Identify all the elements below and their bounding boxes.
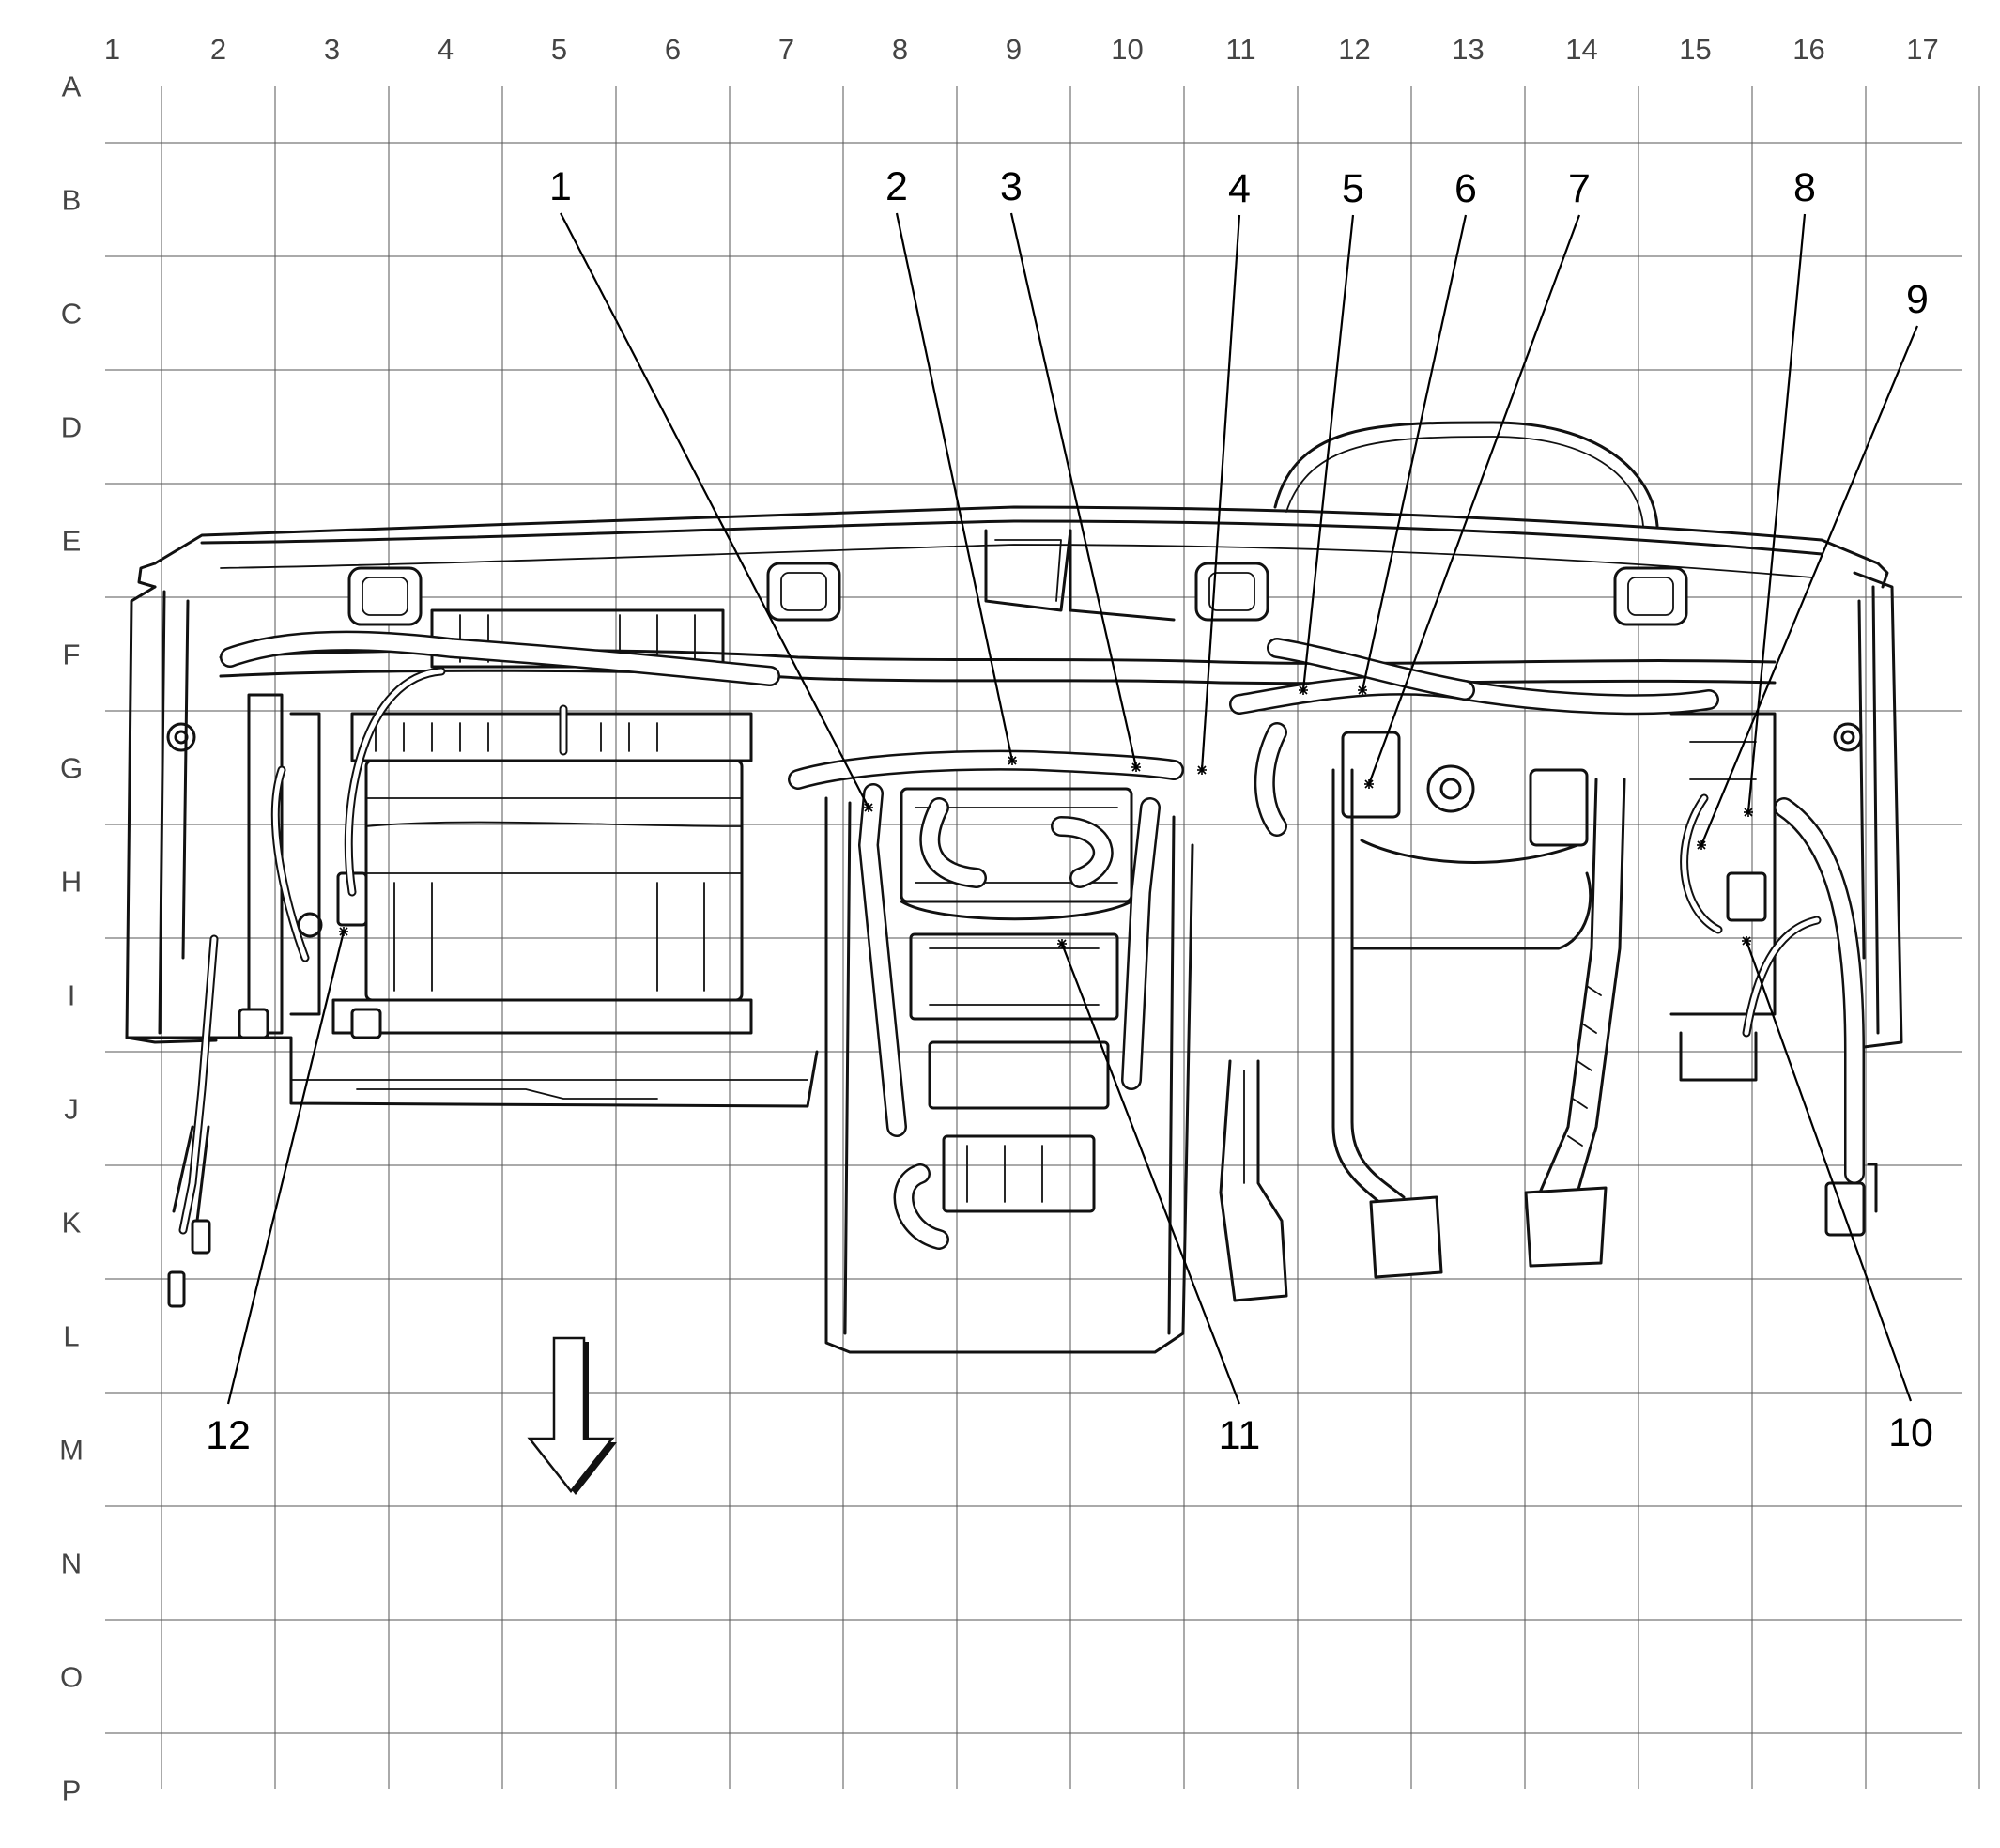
callout-label-12: 12: [206, 1413, 251, 1458]
leader-line-1: [560, 212, 869, 808]
grid-column-label: 10: [1111, 33, 1143, 66]
pedal-assembly: [1219, 768, 1626, 1302]
anchor-marker-2: [1008, 756, 1017, 765]
grid-row-label: C: [61, 298, 82, 331]
grid-column-label: 1: [104, 33, 120, 66]
anchor-marker-4: [1197, 765, 1207, 775]
grid-column-label: 15: [1679, 33, 1711, 66]
callout-label-9: 9: [1906, 277, 1929, 322]
grid-column-label: 12: [1338, 33, 1370, 66]
grid-row-label: P: [62, 1775, 82, 1808]
leader-line-7: [1367, 214, 1581, 785]
vent-bezel-center-right: [1194, 562, 1269, 622]
leader-line-4: [1200, 214, 1241, 771]
grid-column-label: 2: [210, 33, 226, 66]
callout-label-5: 5: [1342, 166, 1364, 211]
callout-anchor-markers: [339, 685, 1753, 948]
grid-row-label: B: [62, 184, 82, 217]
grid-row-label: E: [62, 525, 82, 558]
callout-label-2: 2: [885, 164, 908, 209]
anchor-marker-3: [1131, 762, 1141, 772]
anchor-marker-12: [339, 927, 348, 936]
grid-column-label: 14: [1565, 33, 1597, 66]
leader-line-10: [1745, 940, 1913, 1402]
callout-label-6: 6: [1454, 166, 1477, 211]
leader-line-5: [1301, 214, 1355, 691]
vent-bezel-center-left: [766, 562, 841, 622]
leader-line-11: [1060, 943, 1241, 1405]
leader-line-9: [1700, 325, 1919, 846]
vent-bezel-left: [347, 566, 423, 626]
leader-line-6: [1361, 214, 1468, 691]
grid-row-label: D: [61, 411, 82, 444]
grid-column-label: 7: [778, 33, 794, 66]
anchor-marker-5: [1299, 685, 1308, 695]
grid-column-label: 5: [551, 33, 567, 66]
grid-row-label: A: [62, 70, 82, 103]
grid-row-label: N: [61, 1548, 82, 1580]
grid-column-label: 4: [438, 33, 454, 66]
anchor-marker-7: [1364, 779, 1374, 789]
grid-row-label: J: [64, 1093, 79, 1126]
anchor-marker-11: [1057, 939, 1067, 948]
callout-label-11: 11: [1219, 1413, 1261, 1458]
steering-column-support: [1341, 731, 1592, 950]
grid-row-label: O: [60, 1661, 83, 1694]
instrument-panel-drawing: [125, 421, 1903, 1354]
grid-lines: [105, 86, 1980, 1789]
callout-label-4: 4: [1228, 166, 1251, 211]
grid-column-label: 8: [892, 33, 908, 66]
anchor-marker-10: [1742, 936, 1751, 946]
grid-row-labels: A B C D E F G H I J K L M N O P: [59, 70, 84, 1808]
anchor-marker-9: [1697, 840, 1706, 850]
leader-line-3: [1009, 212, 1138, 768]
grid-row-label: I: [68, 979, 76, 1012]
callout-label-10: 10: [1888, 1410, 1933, 1455]
grid-row-label: H: [61, 866, 82, 899]
grid-column-label: 11: [1225, 33, 1255, 66]
callout-label-7: 7: [1568, 166, 1591, 211]
callout-label-3: 3: [1000, 164, 1023, 209]
grid-row-label: F: [63, 639, 81, 671]
leader-line-2: [895, 212, 1014, 762]
callout-leader-lines: [226, 212, 1919, 1405]
callout-label-1: 1: [549, 164, 572, 209]
leader-line-8: [1746, 213, 1807, 813]
anchor-marker-8: [1744, 808, 1753, 817]
anchor-marker-6: [1358, 685, 1367, 695]
vent-bezel-right: [1613, 566, 1688, 626]
grid-column-label: 16: [1792, 33, 1824, 66]
grid-column-label: 3: [324, 33, 340, 66]
callout-label-8: 8: [1793, 165, 1816, 210]
grid-column-label: 9: [1006, 33, 1022, 66]
grid-row-label: M: [59, 1434, 84, 1467]
grid-row-label: K: [62, 1207, 82, 1240]
grid-row-label: L: [63, 1320, 79, 1353]
grid-row-label: G: [60, 752, 83, 785]
down-arrow-icon: [527, 1336, 617, 1495]
grid-column-label: 17: [1906, 33, 1938, 66]
grid-column-label: 6: [665, 33, 681, 66]
grid-column-label: 13: [1452, 33, 1484, 66]
leader-line-12: [226, 931, 346, 1405]
anchor-marker-1: [864, 803, 873, 812]
